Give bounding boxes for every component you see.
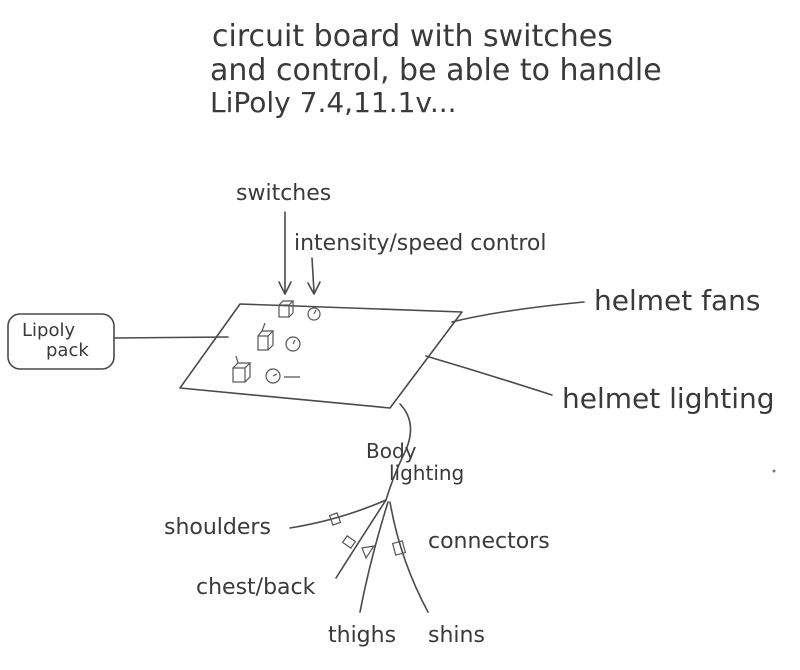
title-line-2: and control, be able to handle <box>210 53 662 88</box>
control-knob-1 <box>307 307 321 321</box>
switches-label: switches <box>236 181 331 206</box>
switches-arrowhead <box>278 281 292 295</box>
shins-label: shins <box>428 623 485 648</box>
pack-to-board-wire <box>113 336 229 339</box>
body-lighting-label-line-1: Body <box>366 439 417 463</box>
helmet-fans-label: helmet fans <box>594 284 760 317</box>
intensity-control-label: intensity/speed control <box>294 231 547 256</box>
connector-chest-back <box>341 535 357 549</box>
control-arrow-shaft <box>311 257 315 293</box>
control-knob-3 <box>265 368 300 384</box>
switch-1 <box>278 300 295 318</box>
helmet-lighting-wire <box>425 355 553 396</box>
switch-2 <box>257 322 275 351</box>
connectors-label: connectors <box>428 529 550 554</box>
body-lighting-trunk <box>385 403 412 501</box>
thighs-label: thighs <box>328 623 396 648</box>
thighs-wire <box>359 501 389 613</box>
shoulders-label: shoulders <box>164 515 271 540</box>
lipoly-pack-label-line-1: Lipoly <box>22 320 75 341</box>
lipoly-pack-box <box>7 313 115 370</box>
title-line-1: circuit board with switches <box>212 19 613 54</box>
body-lighting-label-line-2: lighting <box>389 461 464 485</box>
title-line-3: LiPoly 7.4,11.1v... <box>210 86 457 119</box>
circuit-board <box>179 303 463 409</box>
connector-thighs <box>361 545 376 560</box>
connector-shoulders <box>328 512 342 526</box>
stray-mark <box>772 469 776 473</box>
lipoly-pack-label-line-2: pack <box>46 340 89 361</box>
chest-back-label: chest/back <box>196 575 316 600</box>
connector-shins <box>391 540 407 556</box>
control-arrowhead <box>307 281 321 295</box>
shins-wire <box>389 501 429 613</box>
helmet-lighting-label: helmet lighting <box>562 382 775 415</box>
control-knob-2 <box>285 336 301 352</box>
switch-3 <box>232 355 252 383</box>
chest-back-wire <box>335 499 387 579</box>
helmet-fans-wire <box>451 301 585 323</box>
